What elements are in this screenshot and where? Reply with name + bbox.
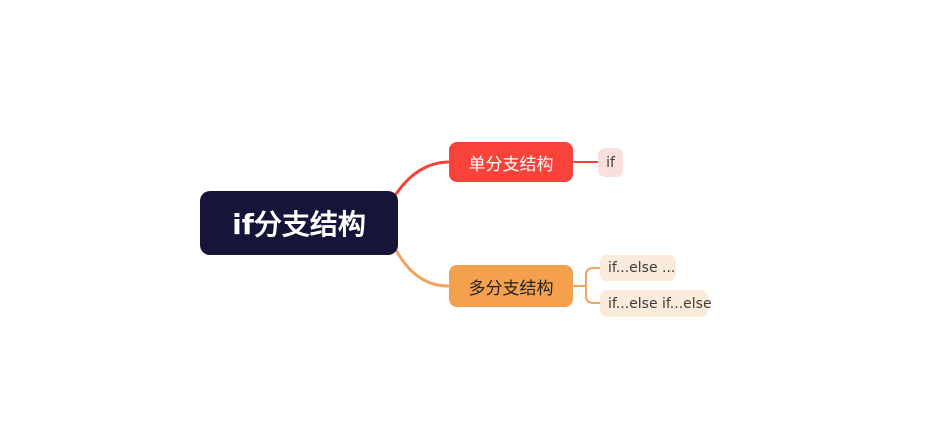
leaf-node-if-else-label: if...else ...: [608, 260, 676, 276]
branch-node-single-label: 单分支结构: [468, 154, 554, 175]
root-node-label: if分支结构: [232, 208, 366, 241]
leaf-node-if-label: if: [606, 154, 615, 171]
leaf-node-if-else-if-else[interactable]: if...else if...else: [600, 290, 712, 317]
root-node[interactable]: if分支结构: [200, 191, 398, 255]
edge-root-to-multi-branch: [394, 248, 450, 288]
edge-multi-branch-to-leaves: [572, 267, 601, 304]
branch-node-single[interactable]: 单分支结构: [449, 142, 573, 182]
branch-node-multi-label: 多分支结构: [468, 278, 554, 299]
leaf-node-if-else-if-else-label: if...else if...else: [608, 295, 712, 312]
leaf-node-if-else[interactable]: if...else ...: [600, 255, 676, 281]
branch-node-multi[interactable]: 多分支结构: [449, 265, 573, 307]
leaf-node-if[interactable]: if: [598, 148, 623, 177]
edge-root-to-single-branch: [392, 160, 450, 199]
